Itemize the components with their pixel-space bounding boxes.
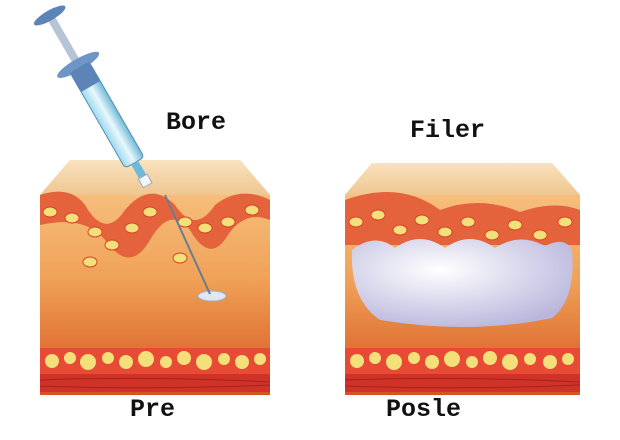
label-after: Posle [386,395,462,424]
syringe-icon [33,5,211,295]
label-filler: Filer [410,116,486,145]
label-before: Pre [130,395,176,424]
skin-block-before [39,160,271,395]
skin-block-after [344,163,581,395]
filler-volume [351,239,573,328]
label-before-injection: Bore [166,108,227,137]
filler-drop [197,290,227,302]
